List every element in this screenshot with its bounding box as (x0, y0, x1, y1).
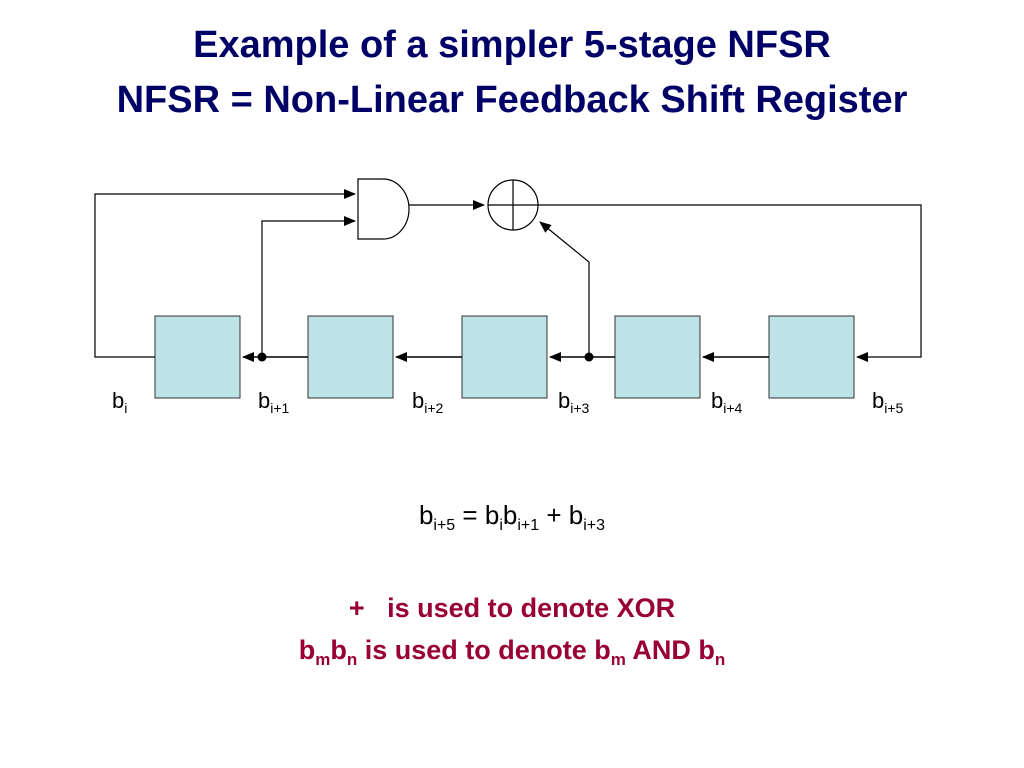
label-bi5: bi+5 (872, 388, 904, 416)
label-bi1: bi+1 (258, 388, 290, 416)
xor-icon (487, 179, 539, 231)
register-stage-5 (768, 315, 855, 399)
and-note: bmbn is used to denote bm AND bn (298, 635, 726, 669)
register-stage-1 (154, 315, 241, 399)
label-bi: bi (112, 388, 128, 416)
and-gate-icon (357, 178, 410, 240)
wire-bi3-to-xor (539, 221, 590, 357)
wire-bi-to-and (94, 189, 356, 358)
xor-note: + is used to denote XOR (348, 593, 676, 623)
title-line-1: Example of a simpler 5-stage NFSR (193, 24, 831, 66)
label-bi3: bi+3 (558, 388, 590, 416)
register-stage-3 (461, 315, 548, 399)
label-bi2: bi+2 (412, 388, 444, 416)
register-stage-4 (614, 315, 701, 399)
register-stage-2 (307, 315, 394, 399)
recurrence-formula: bi+5 = bibi+1 + bi+3 (418, 500, 606, 534)
title-line-2: NFSR = Non-Linear Feedback Shift Registe… (116, 79, 908, 121)
wire-feedback-to-bi5 (538, 204, 922, 362)
wire-bi1-to-and (261, 216, 356, 357)
label-bi4: bi+4 (711, 388, 743, 416)
